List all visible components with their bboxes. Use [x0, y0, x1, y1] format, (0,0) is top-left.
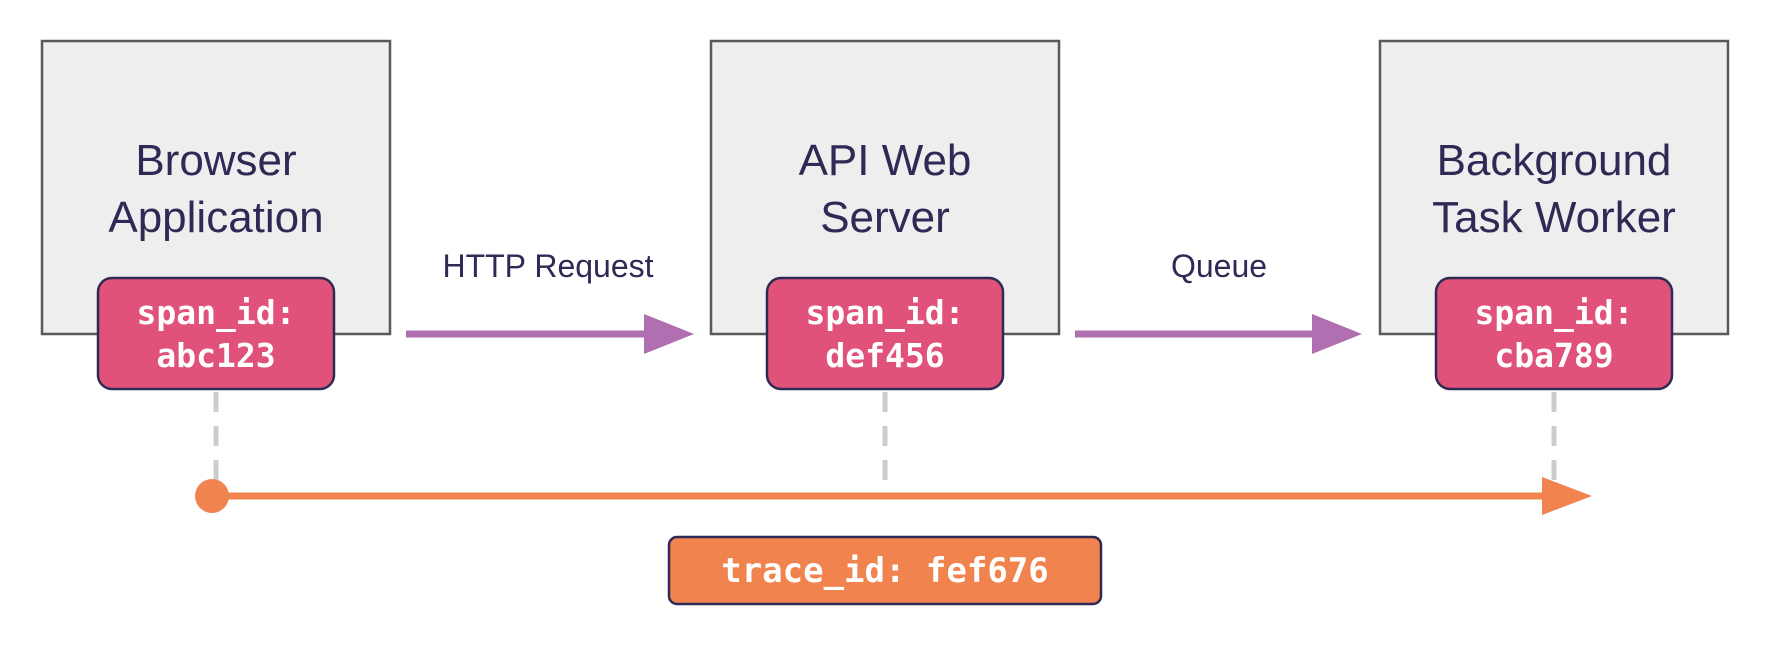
edge-label-queue: Queue	[1171, 248, 1267, 284]
span-badge-api-line2: def456	[825, 336, 944, 375]
node-title-browser-line1: Browser	[135, 136, 296, 185]
node-title-worker-line1: Background	[1437, 136, 1672, 185]
node-title-worker-line2: Task Worker	[1432, 193, 1676, 242]
span-badge-api-line1: span_id:	[806, 293, 965, 332]
span-badge-browser: span_id: abc123	[96, 276, 336, 391]
span-badge-worker: span_id: cba789	[1434, 276, 1674, 391]
span-badge-browser-line1: span_id:	[137, 293, 296, 332]
span-badge-worker-line1: span_id:	[1475, 293, 1634, 332]
node-title-browser-line2: Application	[108, 193, 323, 242]
edge-queue	[1075, 314, 1362, 354]
span-badge-browser-line2: abc123	[156, 336, 275, 375]
trace-id-badge: trace_id: fef676	[667, 535, 1103, 606]
trace-start-dot	[195, 479, 229, 513]
edge-label-http-request: HTTP Request	[442, 248, 653, 284]
trace-id-label: trace_id: fef676	[721, 551, 1049, 591]
node-title-api-line2: Server	[820, 193, 950, 242]
edge-http-request	[406, 314, 694, 354]
arrowhead-icon	[644, 314, 694, 354]
arrowhead-icon	[1312, 314, 1362, 354]
span-badge-api: span_id: def456	[765, 276, 1005, 391]
trace-arrowhead-icon	[1542, 477, 1592, 515]
span-badge-worker-line2: cba789	[1494, 336, 1613, 375]
node-title-api-line1: API Web	[799, 136, 972, 185]
